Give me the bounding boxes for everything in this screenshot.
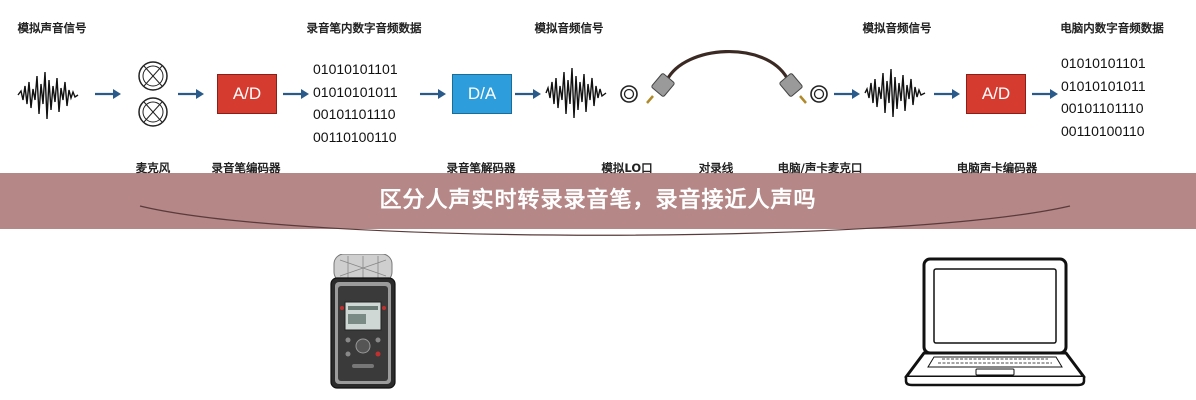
label-computer-digital-data: 电脑内数字音频数据 [1060, 21, 1164, 35]
bit-row: 01010101011 [313, 83, 398, 100]
label-recorder-decoder: 录音笔解码器 [446, 161, 516, 175]
arrow-icon [834, 89, 860, 99]
bit-row: 01010101101 [1061, 55, 1146, 71]
label-computer-sound-encoder: 电脑声卡编码器 [956, 161, 1038, 175]
bit-row: 00110100110 [313, 128, 397, 145]
banner-title: 区分人声实时转录录音笔，录音接近人声吗 [379, 188, 817, 213]
bit-row: 01010101101 [313, 61, 398, 77]
waveform-icon [17, 71, 79, 120]
arrow-icon [178, 89, 204, 99]
microphone-capsule-icon [138, 61, 168, 127]
arrow-icon [515, 89, 541, 99]
title-banner: 区分人声实时转录录音笔，录音接近人声吗 [0, 173, 1196, 229]
bit-row: 00110100110 [1061, 122, 1145, 139]
arrow-icon [283, 89, 309, 99]
label-analog-audio-signal-2: 模拟音频信号 [862, 21, 932, 35]
arrow-icon [1032, 89, 1058, 99]
voice-recorder-device [330, 254, 396, 389]
arrow-icon [934, 89, 960, 99]
label-recorder-digital-data: 录音笔内数字音频数据 [306, 21, 422, 35]
waveform-icon [545, 67, 607, 119]
audio-jack-icon [810, 85, 828, 103]
recorder-bits: 01010101101 01010101011 00101101110 0011010… [313, 58, 398, 148]
ad-converter-box: A/D [217, 74, 277, 114]
ad-converter-box: A/D [966, 74, 1026, 114]
decorative-curve [139, 205, 1071, 236]
arrow-icon [95, 89, 121, 99]
label-microphone: 麦克风 [135, 161, 171, 175]
bit-row: 00101101110 [313, 106, 396, 122]
label-analog-voice-signal: 模拟声音信号 [17, 21, 87, 35]
bit-row: 00101101110 [1061, 100, 1144, 116]
laptop-icon [904, 257, 1086, 387]
da-converter-box: D/A [452, 74, 512, 114]
label-patch-cable: 对录线 [698, 161, 734, 175]
bit-row: 01010101011 [1061, 77, 1146, 94]
audio-cable-icon [646, 49, 807, 104]
label-recorder-encoder: 录音笔编码器 [211, 161, 281, 175]
label-analog-audio-signal-1: 模拟音频信号 [534, 21, 604, 35]
waveform-icon [864, 68, 926, 118]
label-analog-lo-port: 模拟LO口 [601, 161, 653, 175]
label-computer-mic-port: 电脑/声卡麦克口 [777, 161, 863, 175]
computer-bits: 01010101101 01010101011 00101101110 0011010… [1061, 52, 1146, 142]
arrow-icon [420, 89, 446, 99]
audio-jack-icon [620, 85, 638, 103]
